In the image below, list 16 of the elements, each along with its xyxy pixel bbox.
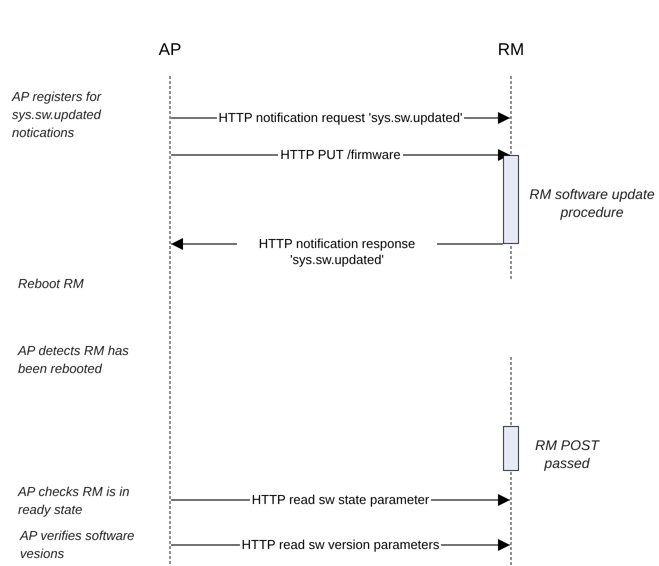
- edge-label: HTTP read sw state parameter: [250, 492, 432, 508]
- edge-label: HTTP notification response 'sys.sw.updated': [237, 236, 437, 268]
- activation-bar: [503, 155, 519, 244]
- activation-bar: [503, 426, 519, 471]
- step-note: AP registers for sys.sw.updated notications: [12, 88, 102, 142]
- lifeline: [169, 76, 171, 566]
- step-note: AP detects RM has been rebooted: [18, 342, 130, 378]
- edge-label: HTTP notification request 'sys.sw.updated': [216, 110, 464, 126]
- note-text: RM software update procedure: [528, 185, 656, 221]
- participant-label: RM: [481, 40, 541, 60]
- participant-label: AP: [140, 40, 200, 60]
- step-note: AP verifies software vesions: [20, 527, 136, 563]
- step-note: Reboot RM: [18, 275, 85, 293]
- edge-label: HTTP read sw version parameters: [240, 537, 442, 553]
- note-text: RM POST passed: [534, 436, 601, 472]
- step-note: AP checks RM is in ready state: [18, 483, 130, 519]
